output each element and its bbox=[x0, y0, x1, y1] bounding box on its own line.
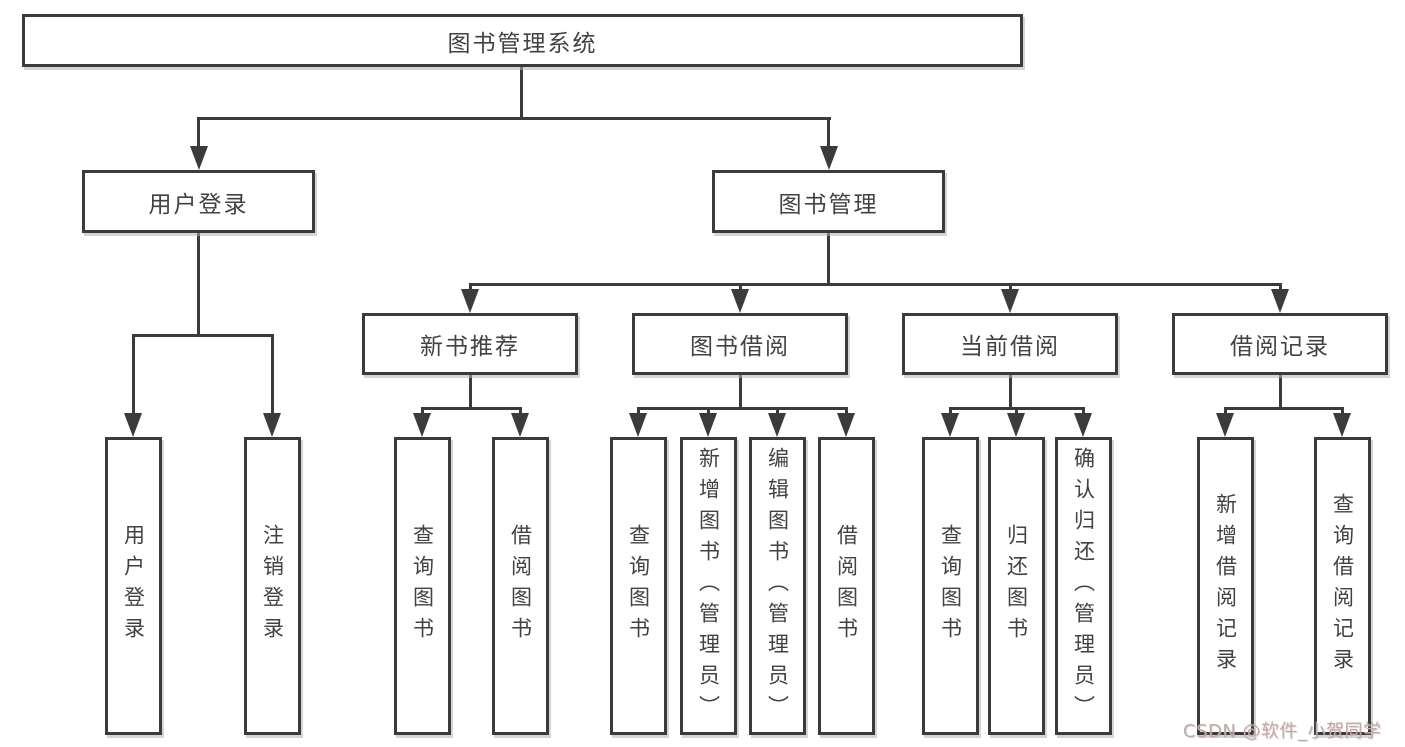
connector-drop-cb-query bbox=[948, 409, 952, 416]
leaf-cb-confirm-return-admin-label: 确认归还（管理员） bbox=[1071, 446, 1096, 726]
leaf-cb-query-books: 查询图书 bbox=[921, 437, 979, 735]
connector-drop-bb-add bbox=[706, 409, 710, 416]
connector-nb-branch bbox=[420, 407, 522, 410]
leaf-bb-query-books: 查询图书 bbox=[609, 437, 667, 735]
node-current-borrowing: 当前借阅 bbox=[902, 313, 1118, 375]
arrowhead-cb-query bbox=[941, 413, 959, 437]
connector-drop-cb-confirm bbox=[1081, 409, 1085, 416]
leaf-bb-edit-books-admin: 编辑图书（管理员） bbox=[748, 437, 806, 735]
arrowhead-nb-query bbox=[413, 413, 431, 437]
node-current-borrowing-label: 当前借阅 bbox=[960, 334, 1060, 360]
connector-drop-nb-query bbox=[420, 409, 424, 416]
connector-drop-nb-borrow bbox=[518, 409, 522, 416]
connector-book-mgmt-branch bbox=[468, 283, 1282, 286]
leaf-cb-return-books-label: 归还图书 bbox=[1004, 524, 1029, 648]
leaf-nb-query-books-label: 查询图书 bbox=[410, 524, 435, 648]
leaf-cb-return-books: 归还图书 bbox=[987, 437, 1045, 735]
connector-br-branch bbox=[1223, 407, 1344, 410]
connector-drop-user-login bbox=[197, 119, 200, 150]
arrowhead-cb-confirm bbox=[1074, 413, 1092, 437]
arrowhead-user-login bbox=[189, 146, 208, 170]
connector-book-mgmt-stub bbox=[827, 233, 830, 285]
leaf-bb-borrow-books-label: 借阅图书 bbox=[834, 524, 859, 648]
arrowhead-book-mgmt bbox=[819, 146, 838, 170]
connector-drop-leaf-login bbox=[131, 336, 135, 416]
arrowhead-bb-edit bbox=[768, 413, 786, 437]
leaf-bb-borrow-books: 借阅图书 bbox=[817, 437, 875, 735]
node-user-login: 用户登录 bbox=[82, 170, 315, 233]
arrowhead-book-borrow bbox=[731, 289, 749, 313]
node-book-borrowing: 图书借阅 bbox=[632, 313, 848, 375]
connector-drop-bb-borrow bbox=[844, 409, 848, 416]
arrowhead-bb-query bbox=[629, 413, 647, 437]
leaf-logout-label: 注销登录 bbox=[260, 524, 285, 648]
connector-drop-br-query bbox=[1340, 409, 1344, 416]
csdn-watermark: CSDN @软件_小贺同学 bbox=[1183, 721, 1382, 742]
leaf-br-query-record-label: 查询借阅记录 bbox=[1330, 493, 1355, 679]
leaf-br-add-record-label: 新增借阅记录 bbox=[1213, 493, 1238, 679]
connector-drop-br-add bbox=[1223, 409, 1227, 416]
node-root-system: 图书管理系统 bbox=[22, 14, 1023, 67]
connector-user-login-stub bbox=[197, 233, 200, 337]
connector-drop-leaf-logout bbox=[270, 336, 274, 416]
arrowhead-new-book bbox=[461, 289, 479, 313]
connector-root-stub bbox=[520, 67, 523, 119]
node-book-borrowing-label: 图书借阅 bbox=[690, 334, 790, 360]
node-root-label: 图书管理系统 bbox=[447, 30, 598, 57]
node-book-management-label: 图书管理 bbox=[778, 191, 879, 218]
leaf-user-login-label: 用户登录 bbox=[121, 524, 146, 648]
connector-nb-stub bbox=[468, 375, 472, 409]
connector-drop-bb-query bbox=[636, 409, 640, 416]
arrowhead-leaf-logout bbox=[263, 413, 281, 437]
leaf-logout: 注销登录 bbox=[243, 437, 301, 735]
leaf-user-login: 用户登录 bbox=[104, 437, 162, 735]
leaf-bb-add-books-admin-label: 新增图书（管理员） bbox=[696, 446, 721, 726]
leaf-br-add-record: 新增借阅记录 bbox=[1196, 437, 1254, 735]
arrowhead-cb-return bbox=[1007, 413, 1025, 437]
leaf-nb-borrow-books: 借阅图书 bbox=[491, 437, 549, 735]
node-new-book-recommend: 新书推荐 bbox=[362, 313, 578, 375]
connector-bb-stub bbox=[738, 375, 742, 409]
leaf-br-query-record: 查询借阅记录 bbox=[1313, 437, 1371, 735]
arrowhead-bb-borrow bbox=[837, 413, 855, 437]
connector-bb-branch bbox=[636, 407, 848, 410]
leaf-cb-query-books-label: 查询图书 bbox=[938, 524, 963, 648]
connector-drop-bb-edit bbox=[775, 409, 779, 416]
arrowhead-bb-add bbox=[699, 413, 717, 437]
node-user-login-label: 用户登录 bbox=[148, 191, 249, 218]
connector-br-stub bbox=[1278, 375, 1282, 409]
connector-drop-book-mgmt bbox=[827, 119, 830, 150]
connector-root-branch bbox=[197, 117, 831, 120]
node-borrowing-records: 借阅记录 bbox=[1172, 313, 1388, 375]
arrowhead-leaf-login bbox=[124, 413, 142, 437]
arrowhead-nb-borrow bbox=[511, 413, 529, 437]
connector-cb-branch bbox=[948, 407, 1085, 410]
node-book-management: 图书管理 bbox=[712, 170, 945, 233]
leaf-cb-confirm-return-admin: 确认归还（管理员） bbox=[1054, 437, 1112, 735]
arrowhead-br-add bbox=[1216, 413, 1234, 437]
leaf-bb-edit-books-admin-label: 编辑图书（管理员） bbox=[765, 446, 790, 726]
leaf-bb-query-books-label: 查询图书 bbox=[626, 524, 651, 648]
arrowhead-current-borrow bbox=[1001, 289, 1019, 313]
connector-user-login-branch bbox=[131, 334, 274, 337]
arrowhead-br-query bbox=[1333, 413, 1351, 437]
arrowhead-borrow-record bbox=[1271, 289, 1289, 313]
connector-cb-stub bbox=[1008, 375, 1012, 409]
node-new-book-recommend-label: 新书推荐 bbox=[420, 334, 520, 360]
connector-drop-cb-return bbox=[1014, 409, 1018, 416]
leaf-nb-query-books: 查询图书 bbox=[393, 437, 451, 735]
leaf-nb-borrow-books-label: 借阅图书 bbox=[508, 524, 533, 648]
node-borrowing-records-label: 借阅记录 bbox=[1230, 334, 1330, 360]
leaf-bb-add-books-admin: 新增图书（管理员） bbox=[679, 437, 737, 735]
